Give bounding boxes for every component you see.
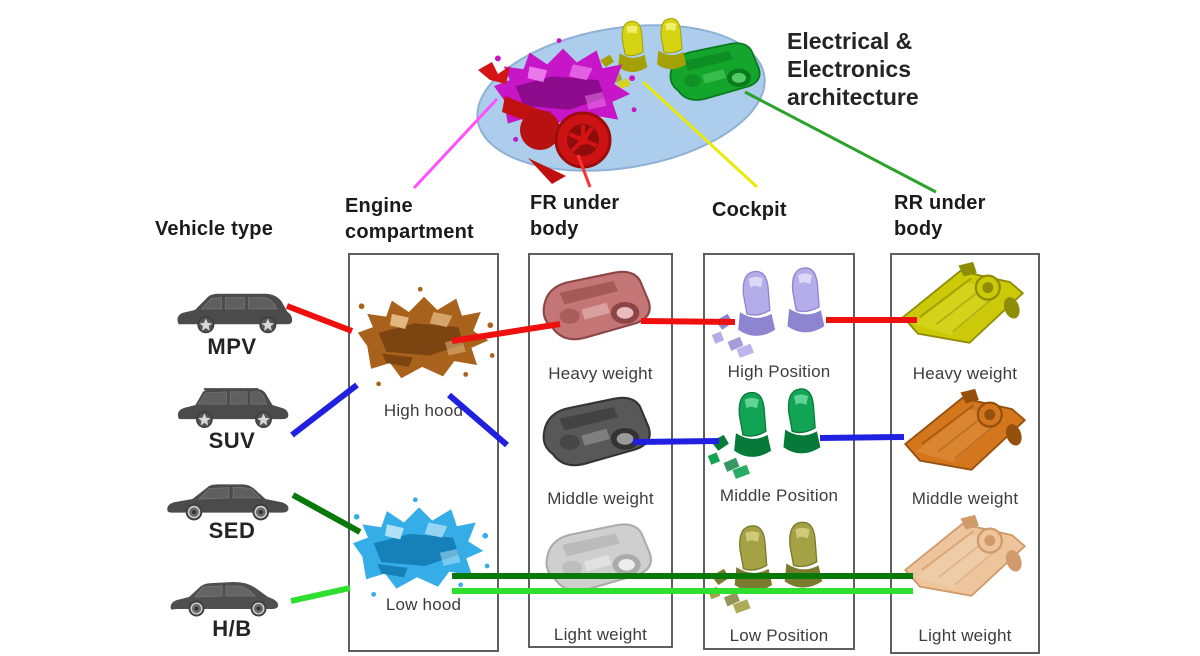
ee-architecture-line3: architecture bbox=[787, 84, 919, 110]
rr-under-body-header: RR under body bbox=[894, 190, 986, 242]
rr-middle-weight-label: Middle weight bbox=[911, 489, 1019, 508]
high-hood-label: High hood bbox=[383, 401, 464, 420]
ee-architecture-label: Electrical & Electronics architecture bbox=[787, 27, 919, 111]
rr-middle-weight-image bbox=[905, 388, 1025, 470]
cockpit-leader-line bbox=[641, 80, 759, 189]
engine-compartment-header-line2: compartment bbox=[345, 221, 474, 243]
engine-leader-line bbox=[412, 97, 499, 190]
fr-under-body-header-line1: FR under bbox=[530, 192, 620, 214]
front-wheels-art bbox=[478, 62, 612, 184]
ee-architecture-line1: Electrical & bbox=[787, 28, 913, 54]
sed-label: SED bbox=[208, 518, 256, 543]
fr-middle-weight-label: Middle weight bbox=[547, 489, 654, 508]
fr-under-body-header: FR under body bbox=[530, 190, 619, 242]
rr-heavy-weight-label: Heavy weight bbox=[912, 364, 1018, 383]
rr-under-body-header-line2: body bbox=[894, 218, 943, 240]
fr-middle-weight-image bbox=[543, 397, 650, 466]
cockpit-seats-art bbox=[597, 18, 687, 90]
rr-light-weight-label: Light weight bbox=[918, 626, 1012, 645]
cockpit-high-position-label: High Position bbox=[727, 362, 831, 381]
engine-compartment-header-line1: Engine bbox=[345, 195, 413, 217]
hb-label: H/B bbox=[212, 616, 252, 641]
fr-light-weight-label: Light weight bbox=[553, 625, 648, 644]
ee-architecture-line2: Electronics bbox=[787, 56, 911, 82]
rr-light-weight-image bbox=[905, 514, 1025, 596]
rear-module-art bbox=[670, 43, 760, 100]
engine-block-art bbox=[493, 38, 637, 142]
high-hood-image bbox=[357, 286, 495, 387]
sed-icon bbox=[162, 474, 298, 522]
engine-compartment-header: Engine compartment bbox=[345, 193, 474, 245]
rr-heavy-weight-image bbox=[903, 261, 1023, 343]
low-hood-image bbox=[352, 497, 490, 597]
fr-under-body-header-line2: body bbox=[530, 218, 579, 240]
suv-label: SUV bbox=[208, 428, 256, 453]
mpv-icon bbox=[172, 284, 296, 336]
cockpit-header: Cockpit bbox=[712, 199, 787, 221]
vehicle-type-header: Vehicle type bbox=[155, 218, 274, 240]
mpv-label: MPV bbox=[207, 334, 257, 359]
hb-icon bbox=[166, 572, 296, 620]
cockpit-high-position-image bbox=[711, 267, 825, 358]
platform-ellipse bbox=[476, 24, 766, 172]
cockpit-middle-position-image bbox=[707, 388, 821, 479]
cockpit-middle-position-label: Middle Position bbox=[719, 486, 839, 505]
fr-light-weight-image bbox=[546, 524, 651, 591]
cockpit-low-position-label: Low Position bbox=[729, 626, 829, 645]
low-hood-label: Low hood bbox=[385, 595, 462, 614]
fr-heavy-weight-label: Heavy weight bbox=[548, 364, 653, 383]
suv-icon bbox=[172, 380, 294, 432]
fr-leader-line bbox=[576, 154, 592, 188]
cockpit-low-position-image bbox=[707, 522, 823, 614]
rr-under-body-header-line1: RR under bbox=[894, 192, 986, 214]
fr-heavy-weight-image bbox=[543, 271, 650, 340]
